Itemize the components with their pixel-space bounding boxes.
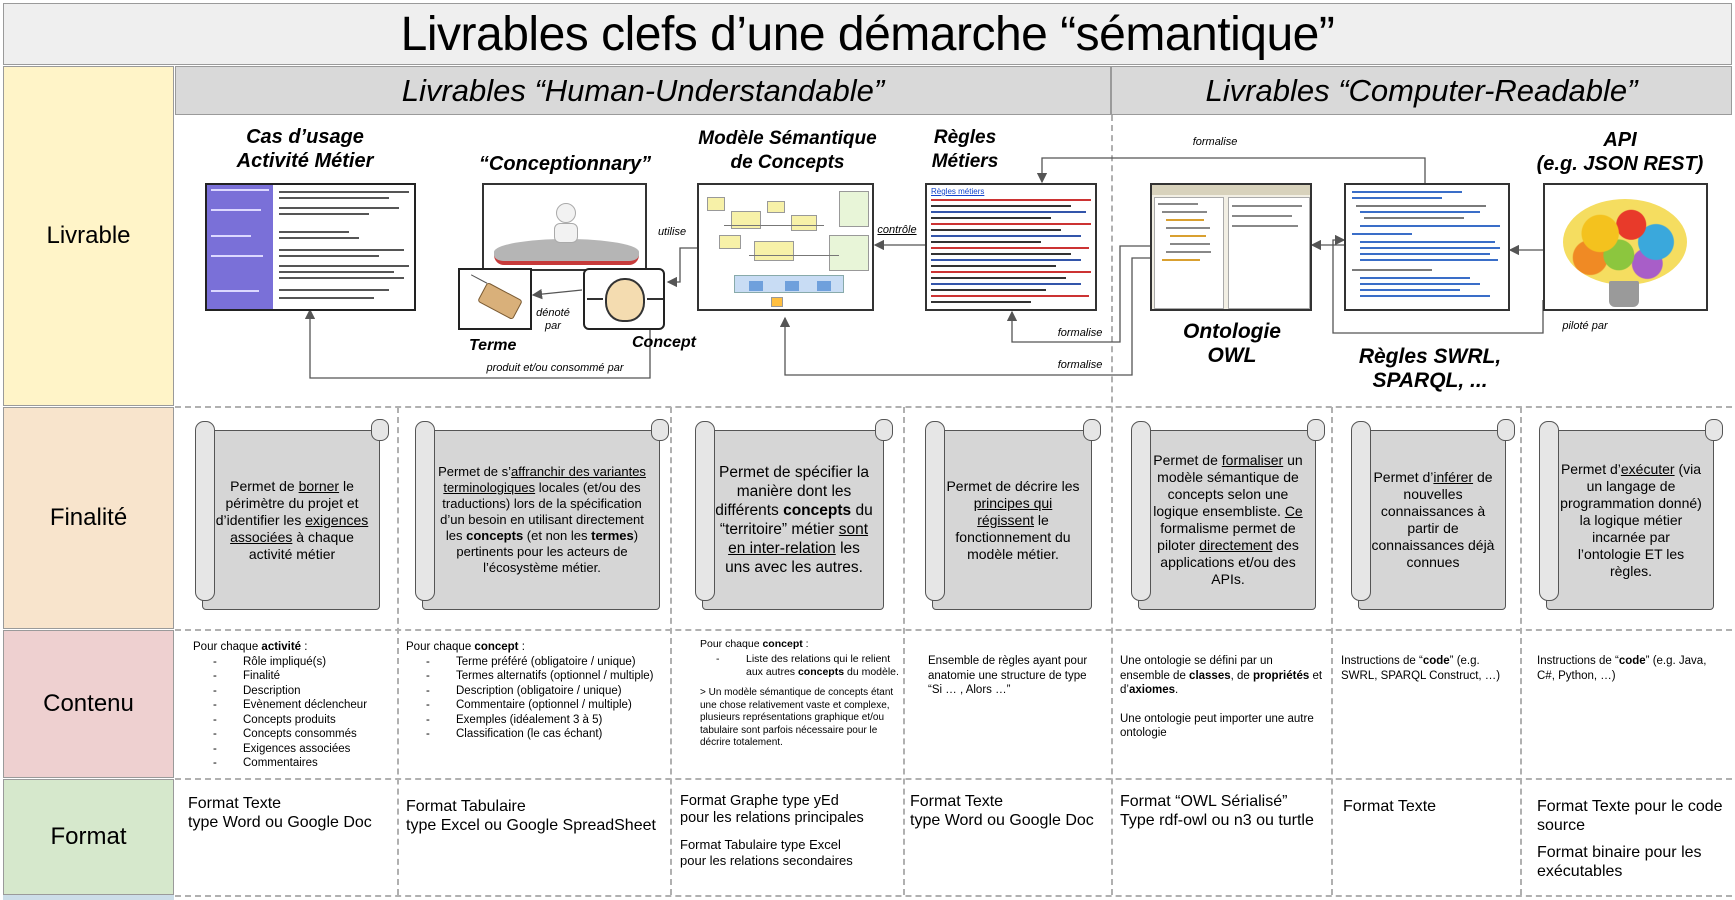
format-api: Format Texte pour le code source Format …: [1537, 798, 1723, 880]
regles-title-2: Métiers: [931, 151, 999, 172]
row-divider: [175, 778, 1732, 780]
finalite-text-cas-usage: Permet de borner le périmètre du projet …: [215, 477, 369, 562]
concept-head-image: [583, 268, 665, 330]
list-item: Exemples (idéalement 3 à 5): [426, 713, 668, 728]
list-item: Commentaire (optionnel / multiple): [426, 698, 668, 713]
conceptionnary-title: “Conceptionnary”: [478, 153, 652, 175]
column-divider: [670, 407, 672, 895]
swrl-title-2: SPARQL, ...: [1372, 369, 1488, 392]
api-brain-image: [1543, 183, 1708, 311]
finalite-scroll-modele: Permet de spécifier la manière dont les …: [695, 419, 893, 610]
api-title-2: (e.g. JSON REST): [1536, 153, 1704, 175]
format-ontologie: Format “OWL Sérialisé”Type rdf-owl ou n3…: [1120, 793, 1314, 829]
list-item: Termes alternatifs (optionnel / multiple…: [426, 669, 668, 684]
list-item: Description: [213, 684, 393, 699]
finalite-scroll-conceptionnary: Permet de s’affranchir des variantes ter…: [415, 419, 669, 610]
cas-usage-title-2: Activité Métier: [236, 150, 374, 172]
modele-title-1: Modèle Sémantique: [698, 128, 877, 149]
formalise-top-label: formalise: [1192, 136, 1238, 148]
list-item: Rôle impliqué(s): [213, 655, 393, 670]
api-title-1: API: [1603, 129, 1637, 151]
column-divider: [1520, 407, 1522, 895]
column-divider: [1111, 115, 1113, 895]
list-item: Evènement déclencheur: [213, 698, 393, 713]
finalite-text-api: Permet d’exécuter (via un langage de pro…: [1560, 460, 1702, 579]
formalise-b-label: formalise: [1057, 359, 1103, 371]
list-item: Exigences associées: [213, 742, 393, 757]
finalite-text-modele: Permet de spécifier la manière dont les …: [715, 464, 873, 576]
finalite-scroll-api: Permet d’exécuter (via un langage de pro…: [1539, 419, 1723, 610]
row-divider: [175, 895, 1732, 897]
row-label-contenu: Contenu: [3, 630, 174, 778]
terme-tag-image: [458, 268, 532, 330]
row-label-finalite: Finalité: [3, 407, 174, 629]
finalite-scroll-cas-usage: Permet de borner le périmètre du projet …: [195, 419, 389, 610]
contenu-modele-note: > Un modèle sémantique de concepts étant…: [700, 687, 894, 748]
list-item: Concepts consommés: [213, 727, 393, 742]
denote-label-2: par: [545, 320, 561, 332]
contenu-modele: Pour chaque concept : - Liste des relati…: [700, 638, 899, 748]
ontologie-title-2: OWL: [1207, 344, 1257, 367]
row-label-format: Format: [3, 779, 174, 895]
pilote-label: piloté par: [1562, 320, 1608, 332]
contenu-api: Instructions de “code” (e.g. Java, C#, P…: [1537, 655, 1707, 682]
section-computer: Livrables “Computer-Readable”: [1111, 66, 1732, 115]
regles-metiers-thumbnail: Règles métiers: [925, 183, 1097, 311]
finalite-scroll-swrl: Permet d’inférer de nouvelles connaissan…: [1351, 419, 1515, 610]
swrl-code-thumbnail: [1344, 183, 1510, 311]
section-human: Livrables “Human-Understandable”: [175, 66, 1111, 115]
utilise-label: utilise: [657, 226, 687, 238]
list-item: Terme préféré (obligatoire / unique): [426, 655, 668, 670]
contenu-cas-usage-list: Rôle impliqué(s) Finalité Description Ev…: [213, 655, 393, 771]
row-divider: [175, 406, 1732, 408]
contenu-ontologie: Une ontologie se défini par un ensemble …: [1120, 654, 1325, 741]
modele-title-2: de Concepts: [730, 152, 845, 173]
contenu-conceptionnary-list: Terme préféré (obligatoire / unique) Ter…: [426, 655, 668, 742]
contenu-swrl: Instructions de “code” (e.g. SWRL, SPARQ…: [1341, 655, 1501, 682]
contenu-regles: Ensemble de règles ayant pour anatomie u…: [928, 655, 1088, 696]
contenu-conceptionnary: Pour chaque concept : Terme préféré (obl…: [406, 640, 668, 742]
list-item: Description (obligatoire / unique): [426, 684, 668, 699]
ontologie-title-1: Ontologie: [1183, 320, 1281, 343]
finalite-text-regles: Permet de décrire les principes qui régi…: [946, 477, 1080, 562]
terme-label: Terme: [469, 337, 517, 354]
modele-diagram-thumbnail: [697, 183, 874, 311]
cas-usage-title-1: Cas d’usage: [246, 126, 364, 148]
cas-usage-thumbnail: [205, 183, 416, 311]
contenu-ontologie-import: Une ontologie peut importer une autre on…: [1120, 712, 1314, 740]
regles-title-1: Règles: [933, 127, 997, 148]
row-label-extra: [3, 895, 174, 900]
row-label-livrable: Livrable: [3, 66, 174, 406]
formalise-a-label: formalise: [1057, 327, 1103, 339]
produit-label: produit et/ou consommé par: [486, 362, 624, 374]
finalite-text-swrl: Permet d’inférer de nouvelles connaissan…: [1371, 469, 1495, 570]
finalite-scroll-regles: Permet de décrire les principes qui régi…: [925, 419, 1101, 610]
list-item: Classification (le cas échant): [426, 727, 668, 742]
page-title: Livrables clefs d’une démarche “sémantiq…: [3, 3, 1732, 65]
controle-label: contrôle: [877, 224, 917, 236]
format-swrl: Format Texte: [1343, 798, 1437, 815]
concept-label: Concept: [632, 334, 696, 351]
finalite-scroll-ontologie: Permet de formaliser un modèle sémantiqu…: [1131, 419, 1325, 610]
denote-label-1: dénoté: [536, 307, 570, 319]
regles-heading: Règles métiers: [931, 187, 985, 196]
list-item: Commentaires: [213, 756, 393, 771]
swrl-title-1: Règles SWRL,: [1358, 345, 1502, 368]
row-divider: [175, 629, 1732, 631]
column-divider: [1331, 407, 1333, 895]
column-divider: [397, 407, 399, 895]
contenu-cas-usage: Pour chaque activité : Rôle impliqué(s) …: [193, 640, 393, 771]
conceptionnary-book-image: [482, 183, 647, 271]
finalite-text-ontologie: Permet de formaliser un modèle sémantiqu…: [1153, 452, 1303, 587]
column-divider: [903, 407, 905, 895]
finalite-text-conceptionnary: Permet de s’affranchir des variantes ter…: [438, 464, 646, 575]
ontologie-protege-thumbnail: [1150, 183, 1312, 311]
list-item: Finalité: [213, 669, 393, 684]
list-item: Concepts produits: [213, 713, 393, 728]
